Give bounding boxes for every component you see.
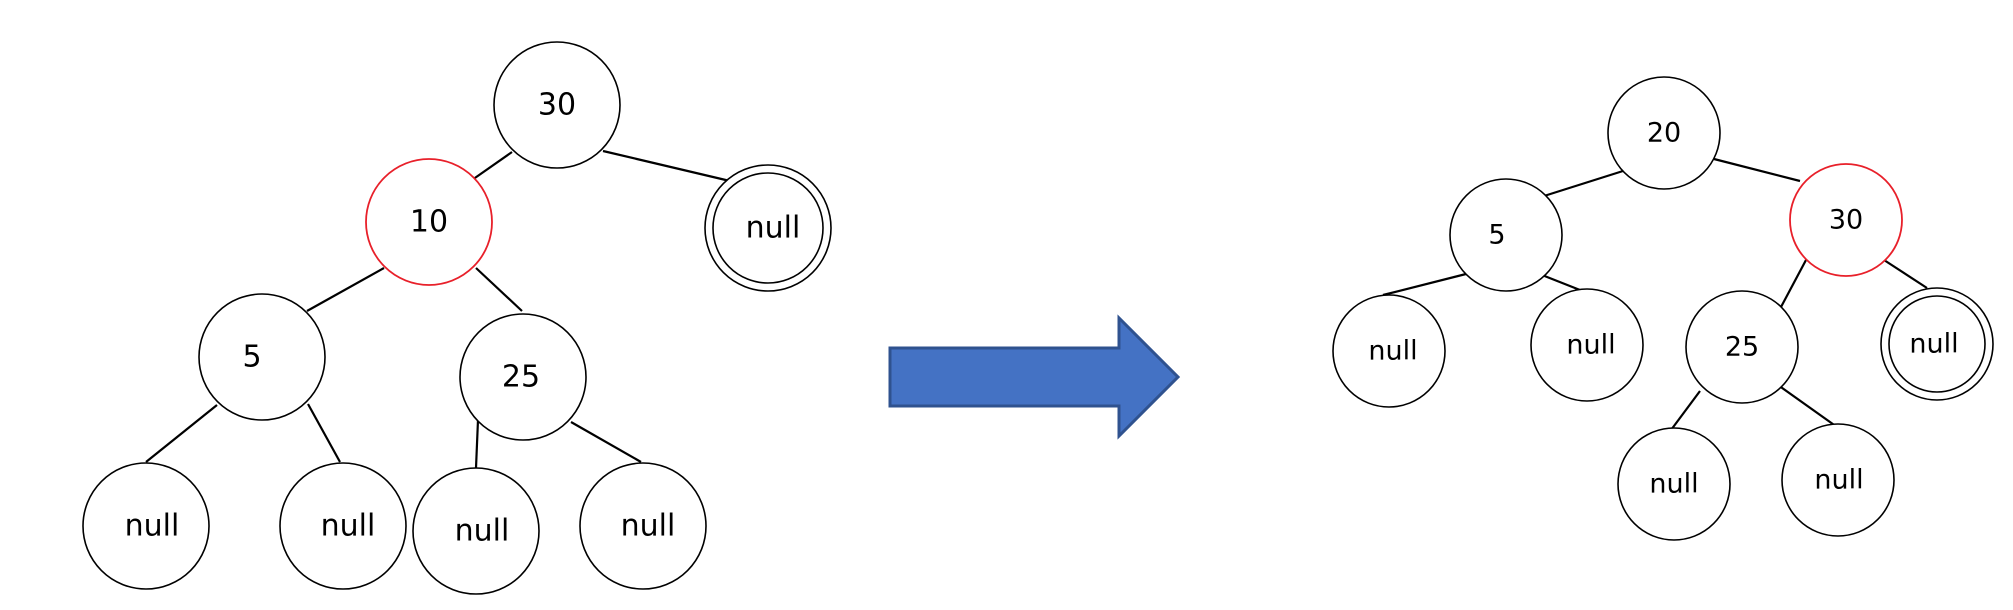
edge-10-5 — [306, 267, 385, 312]
tree-node-highlighted: 30 — [1789, 163, 1903, 277]
node-circle — [1789, 163, 1903, 277]
node-label: null — [746, 211, 801, 246]
edge-5-null-right — [1541, 273, 1581, 292]
node-label: 30 — [1829, 205, 1863, 236]
edge-10-25 — [475, 267, 523, 312]
node-label: null — [455, 514, 510, 549]
node-circle — [365, 158, 493, 286]
edge-25-null-right — [1777, 384, 1838, 428]
edge-5-null-left — [1382, 272, 1467, 297]
tree-node: 25 — [1685, 290, 1799, 404]
edge-5-null-right — [307, 403, 341, 463]
node-circle — [279, 462, 407, 590]
node-label: 5 — [1488, 220, 1505, 251]
tree-node-null: null — [1781, 423, 1895, 537]
tree-node: 5 — [1449, 178, 1563, 292]
node-label: 30 — [538, 88, 576, 123]
tree-node: 25 — [459, 313, 587, 441]
tree-node-null: null — [412, 467, 540, 595]
tree-node-null-double: null — [1880, 287, 1994, 401]
node-label: null — [1566, 330, 1615, 361]
node-label: null — [621, 509, 676, 544]
node-circle — [198, 293, 326, 421]
node-circle — [579, 462, 707, 590]
node-label: 5 — [242, 340, 261, 375]
tree-node-null-double: null — [704, 164, 832, 292]
node-label: 25 — [502, 360, 540, 395]
node-label: 20 — [1647, 118, 1681, 149]
tree-node-null: null — [579, 462, 707, 590]
node-circle — [82, 462, 210, 590]
node-label: null — [321, 509, 376, 544]
node-circle — [1607, 76, 1721, 190]
tree-node-null: null — [279, 462, 407, 590]
after-tree: 20 5 30 null null 25 null null — [1332, 76, 1994, 541]
node-circle — [1449, 178, 1563, 292]
edge-20-5 — [1543, 169, 1624, 198]
arrow-shape — [888, 314, 1181, 440]
right-arrow-icon — [888, 314, 1181, 440]
tree-node-null: null — [82, 462, 210, 590]
edge-30-10 — [471, 151, 513, 181]
edge-25-null-left — [474, 419, 480, 469]
node-circle — [459, 313, 587, 441]
node-circle-inner — [712, 172, 824, 284]
node-label: 25 — [1725, 332, 1759, 363]
edge-30-25 — [1780, 259, 1807, 308]
node-circle — [1685, 290, 1799, 404]
tree-node: 20 — [1607, 76, 1721, 190]
node-circle — [1781, 423, 1895, 537]
tree-node-highlighted: 10 — [365, 158, 493, 286]
edge-20-30 — [1713, 157, 1801, 183]
node-circle — [1617, 427, 1731, 541]
tree-node-null: null — [1332, 294, 1446, 408]
node-circle — [1530, 288, 1644, 402]
edge-30-null — [1883, 259, 1928, 289]
node-circle — [412, 467, 540, 595]
node-label: null — [1909, 329, 1958, 360]
edge-25-null-left — [1670, 390, 1701, 431]
node-label: 10 — [410, 205, 448, 240]
node-label: null — [1649, 469, 1698, 500]
node-label: null — [1814, 465, 1863, 496]
edge-5-null-left — [145, 404, 218, 463]
node-circle — [1332, 294, 1446, 408]
tree-node-null: null — [1530, 288, 1644, 402]
before-tree: 30 10 null 5 25 null null null — [82, 41, 832, 595]
node-circle — [493, 41, 621, 169]
tree-node-null: null — [1617, 427, 1731, 541]
tree-node: 5 — [198, 293, 326, 421]
node-circle-inner — [1888, 295, 1986, 393]
tree-node: 30 — [493, 41, 621, 169]
edge-25-null-right — [570, 421, 642, 463]
edge-30-null — [602, 149, 731, 183]
node-label: null — [125, 509, 180, 544]
node-label: null — [1368, 336, 1417, 367]
